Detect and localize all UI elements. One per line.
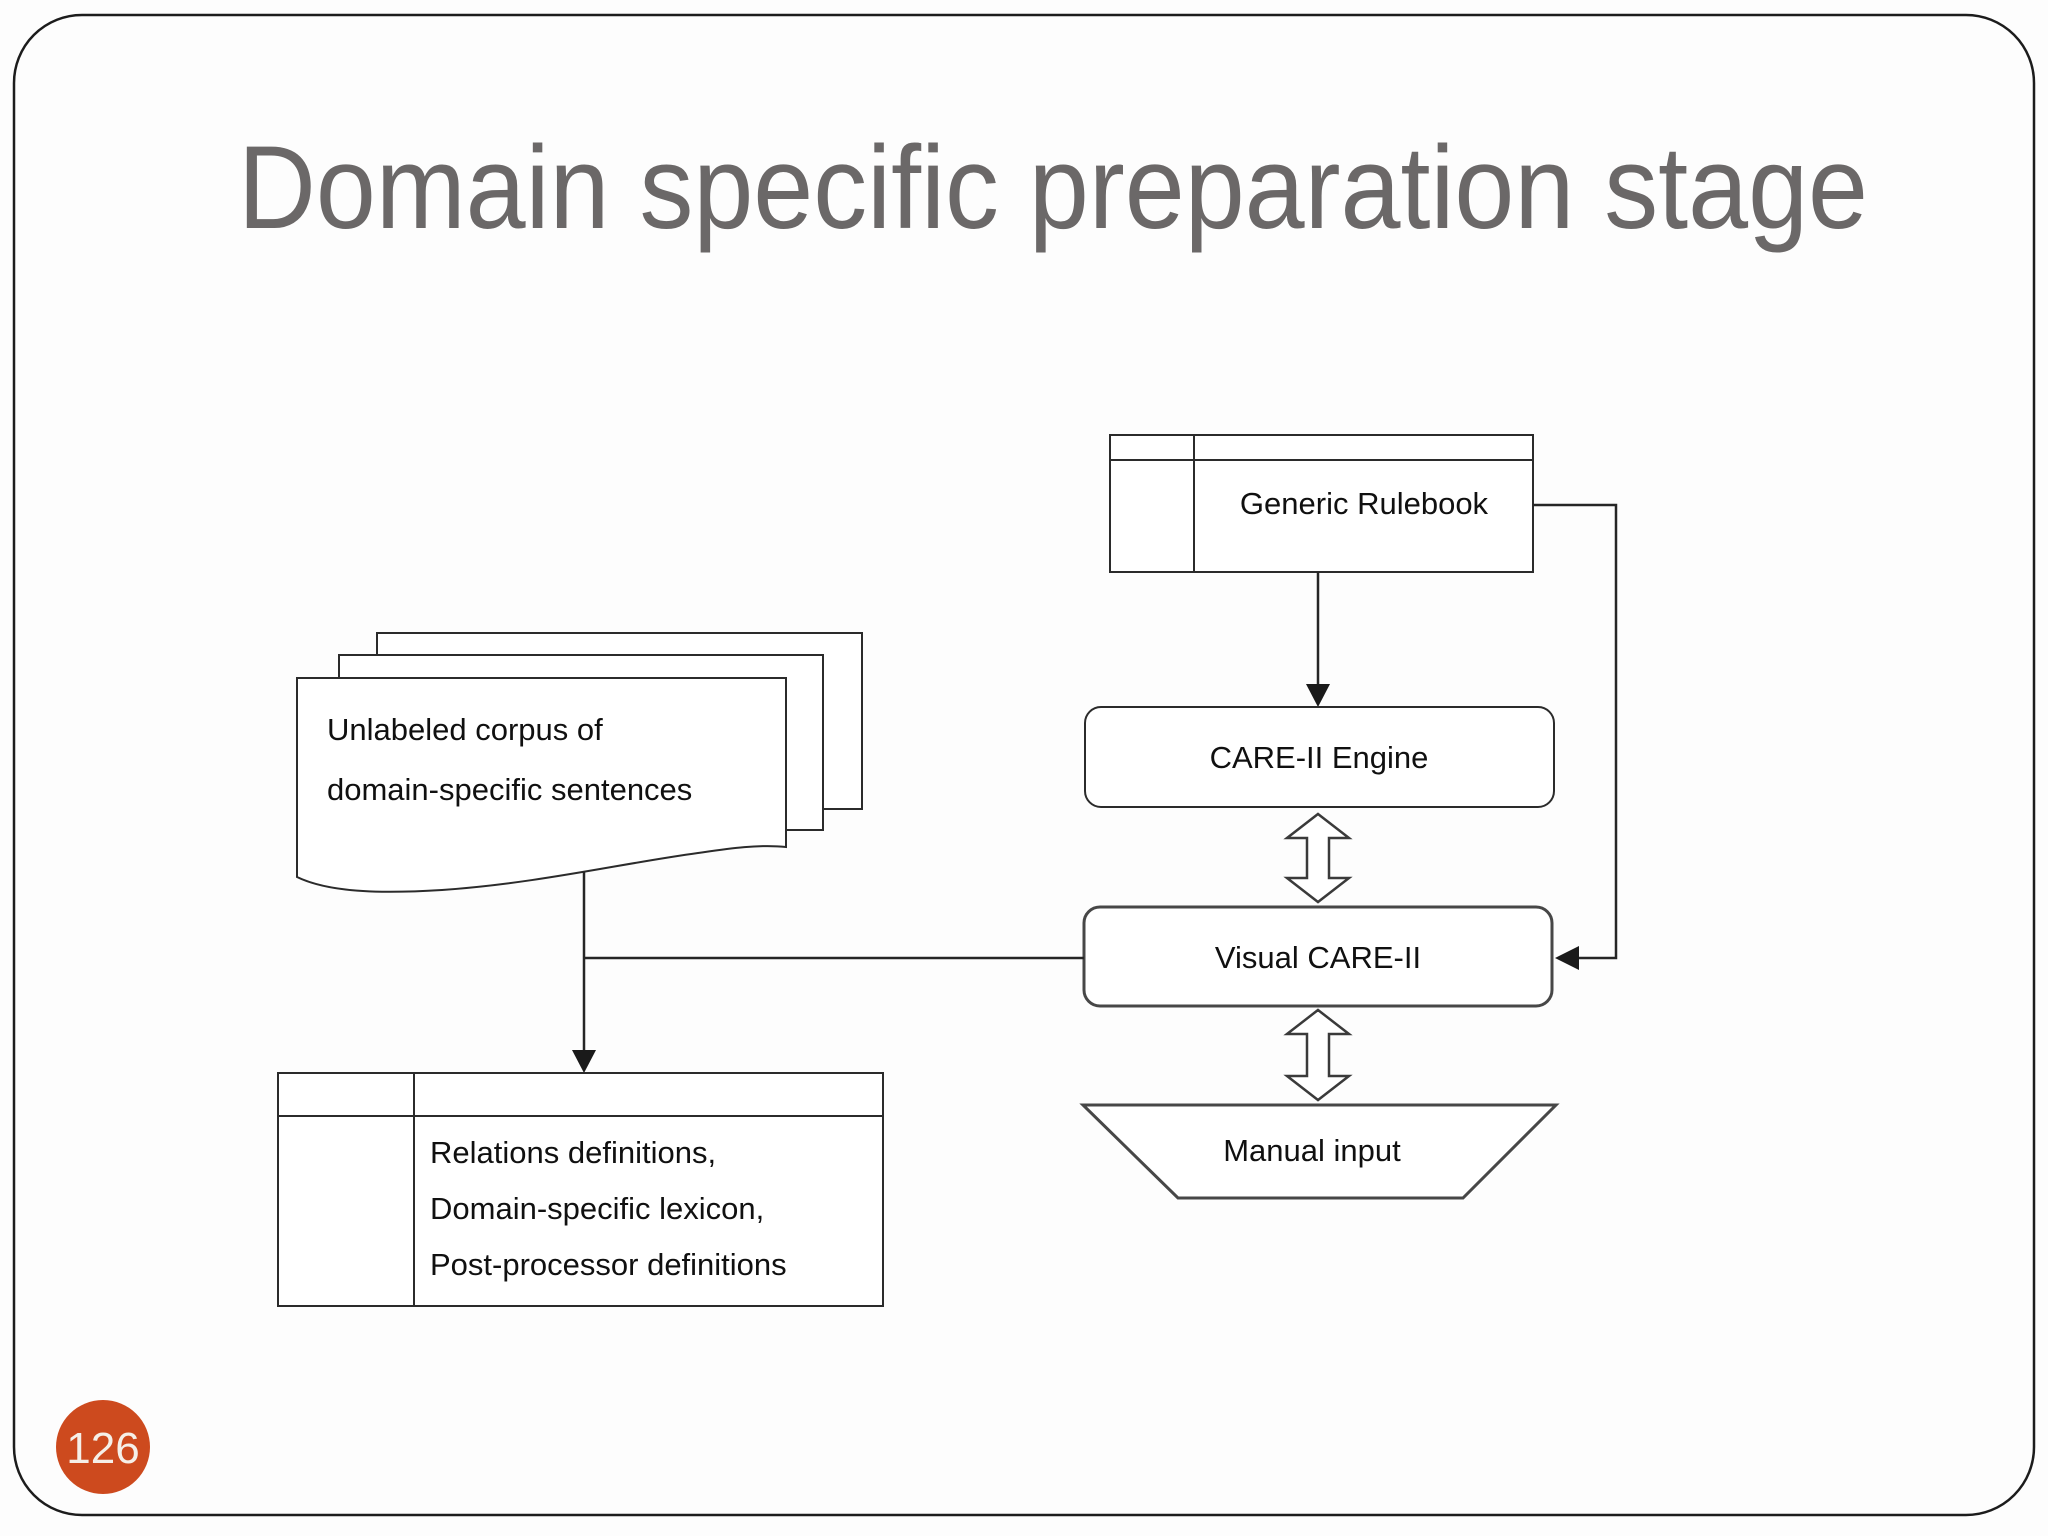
page-number-text: 126 [66, 1424, 139, 1473]
definitions-label-line1: Relations definitions, [430, 1135, 716, 1170]
corpus-page-front [296, 677, 787, 893]
connector-rulebook-to-visualcare [1533, 503, 1618, 960]
visual-care-box: Visual CARE-II [1082, 905, 1554, 1008]
manual-input-shape: Manual input [1079, 1103, 1560, 1200]
arrowhead-into-table-top [572, 1050, 596, 1073]
corpus-label-line1: Unlabeled corpus of [327, 712, 603, 747]
definitions-table-box: Relations definitions, Domain-specific l… [277, 1072, 884, 1307]
visual-care-label: Visual CARE-II [1215, 940, 1421, 975]
generic-rulebook-box: Generic Rulebook [1109, 434, 1534, 573]
manual-input-label: Manual input [1223, 1133, 1401, 1168]
care-engine-box: CARE-II Engine [1084, 706, 1555, 808]
corpus-label-line2: domain-specific sentences [327, 772, 692, 807]
care-engine-label: CARE-II Engine [1210, 740, 1429, 775]
slide-title: Domain specific preparation stage [238, 122, 1868, 254]
double-arrow-engine-visualcare [1283, 812, 1353, 904]
generic-rulebook-outline [1109, 434, 1534, 573]
page-number-badge: 126 [56, 1400, 150, 1494]
arrowhead-into-engine-top [1306, 684, 1330, 707]
care-engine-outline [1084, 706, 1555, 808]
definitions-table-outline [277, 1072, 884, 1307]
generic-rulebook-label: Generic Rulebook [1240, 486, 1489, 521]
arrowhead-into-visualcare-right [1555, 946, 1579, 970]
corpus-document-stack: Unlabeled corpus of domain-specific sent… [296, 632, 863, 893]
definitions-label-line2: Domain-specific lexicon, [430, 1191, 764, 1226]
double-arrow-visualcare-manualinput [1283, 1008, 1353, 1102]
definitions-label-line3: Post-processor definitions [430, 1247, 787, 1282]
page-number-circle [56, 1400, 150, 1494]
visual-care-outline [1082, 905, 1554, 1008]
manual-input-outline [1079, 1103, 1560, 1200]
